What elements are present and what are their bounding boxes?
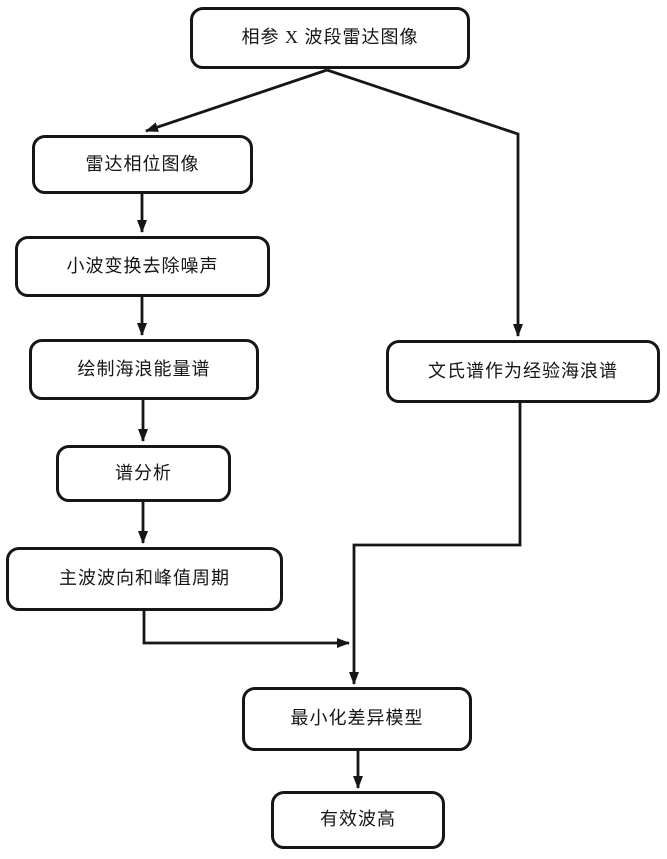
node-main-wave-direction-peak-period: 主波波向和峰值周期 — [6, 547, 283, 611]
node-coherent-x-band-radar-image: 相参 X 波段雷达图像 — [190, 7, 470, 69]
node-radar-phase-image: 雷达相位图像 — [32, 135, 253, 194]
edge-wen-to-minimize — [349, 403, 522, 685]
node-minimize-difference-model: 最小化差异模型 — [242, 687, 472, 751]
node-label: 最小化差异模型 — [290, 708, 424, 729]
node-label: 小波变换去除噪声 — [66, 255, 219, 276]
node-label: 雷达相位图像 — [85, 153, 200, 174]
node-label: 绘制海浪能量谱 — [77, 358, 211, 379]
node-label: 有效波高 — [320, 809, 396, 830]
node-label: 谱分析 — [115, 462, 172, 483]
node-significant-wave-height: 有效波高 — [271, 791, 445, 849]
node-wavelet-transform-denoise: 小波变换去除噪声 — [15, 236, 270, 297]
node-spectrum-analysis: 谱分析 — [56, 445, 231, 502]
node-label: 文氏谱作为经验海浪谱 — [428, 360, 618, 381]
node-label: 主波波向和峰值周期 — [59, 568, 230, 589]
node-label: 相参 X 波段雷达图像 — [241, 27, 419, 48]
edge-coherent-to-wen — [326, 68, 523, 337]
node-wen-spectrum-empirical-wave: 文氏谱作为经验海浪谱 — [386, 340, 660, 403]
edge-coherent-to-phase — [145, 68, 328, 133]
node-draw-wave-energy-spectrum: 绘制海浪能量谱 — [29, 339, 259, 400]
edge-mainwave-to-merge — [142, 611, 350, 648]
